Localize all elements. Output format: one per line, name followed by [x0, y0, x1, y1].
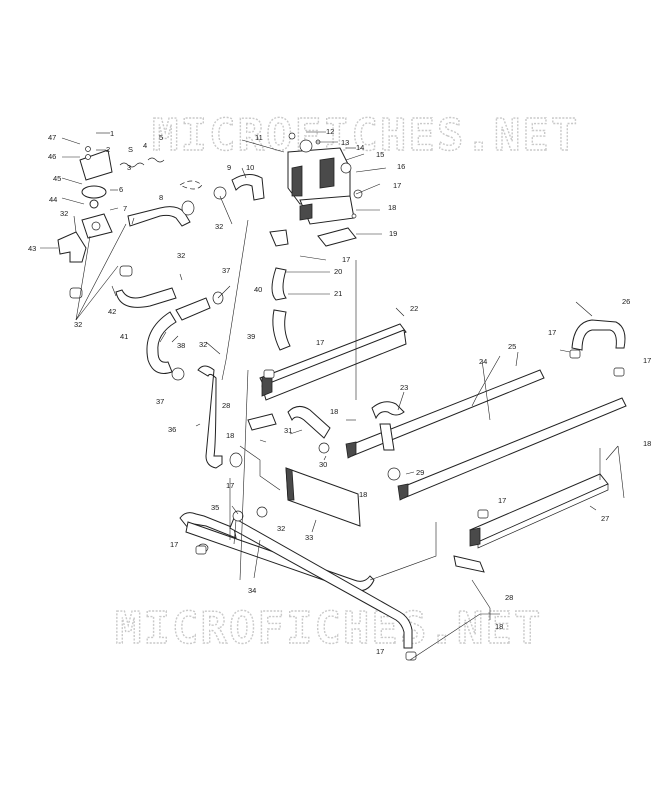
hose-9: [231, 174, 265, 201]
hose-23: [371, 401, 405, 481]
callout-4: 4: [143, 141, 147, 150]
callout-27: 27: [601, 514, 609, 523]
callout-40: 40: [254, 285, 262, 294]
heat-exchanger-22: [259, 323, 407, 401]
callout-32: 32: [177, 251, 185, 260]
callout-43: 43: [28, 244, 36, 253]
callout-18: 18: [388, 203, 396, 212]
callout-34: 34: [248, 586, 256, 595]
callout-35: 35: [211, 503, 219, 512]
callout-32: 32: [277, 524, 285, 533]
hose-36: [197, 365, 243, 469]
callout-32: 32: [199, 340, 207, 349]
callout-32: 32: [60, 209, 68, 218]
callout-17: 17: [643, 356, 651, 365]
callout-28: 28: [222, 401, 230, 410]
callout-44: 44: [49, 195, 57, 204]
callout-17: 17: [498, 496, 506, 505]
heat-exchanger-24: [345, 369, 627, 501]
pipe-34: [179, 512, 413, 649]
callout-14: 14: [356, 143, 364, 152]
callout-2: 2: [106, 145, 110, 154]
callout-3: 3: [127, 163, 131, 172]
callout-36: 36: [168, 425, 176, 434]
reference-lines: [221, 219, 601, 661]
callout-20: 20: [334, 267, 342, 276]
callout-S: S: [128, 145, 133, 154]
callout-9: 9: [227, 163, 231, 172]
callout-1: 1: [110, 129, 114, 138]
hose-42: [115, 265, 177, 308]
callout-30: 30: [319, 460, 327, 469]
callout-6: 6: [119, 185, 123, 194]
callout-32: 32: [215, 222, 223, 231]
hose-8: [127, 186, 227, 227]
heat-exchanger-27: [469, 473, 609, 549]
pump-block: [287, 132, 363, 225]
callout-17: 17: [170, 540, 178, 549]
callout-13: 13: [341, 138, 349, 147]
callout-18: 18: [330, 407, 338, 416]
bracket-28-upper: [247, 413, 277, 431]
callout-17: 17: [226, 481, 234, 490]
callout-29: 29: [416, 468, 424, 477]
callout-42: 42: [108, 307, 116, 316]
callout-47: 47: [48, 133, 56, 142]
callout-17: 17: [316, 338, 324, 347]
hose-26: [571, 319, 626, 351]
callout-10: 10: [246, 163, 254, 172]
callout-5: 5: [159, 133, 163, 142]
callout-12: 12: [326, 127, 334, 136]
callout-37: 37: [222, 266, 230, 275]
callout-33: 33: [305, 533, 313, 542]
callout-32: 32: [74, 320, 82, 329]
callout-7: 7: [123, 204, 127, 213]
callout-37: 37: [156, 397, 164, 406]
leader-lines: [40, 131, 625, 620]
callout-23: 23: [400, 383, 408, 392]
elbow-fitting: [57, 231, 87, 299]
callout-31: 31: [284, 426, 292, 435]
callout-8: 8: [159, 193, 163, 202]
callout-39: 39: [247, 332, 255, 341]
hose-31: [287, 406, 331, 454]
callout-11: 11: [255, 133, 263, 142]
hose-39: [272, 309, 291, 351]
callout-26: 26: [622, 297, 630, 306]
watermark-top: MICROFICHES.NET: [152, 110, 579, 161]
callout-18: 18: [495, 622, 503, 631]
callout-24: 24: [479, 357, 487, 366]
callout-45: 45: [53, 174, 61, 183]
callout-labels: 1 2 3 4 5 6 7 8 9 10 11 12 13 14 15 16 1…: [28, 127, 651, 656]
callout-17: 17: [393, 181, 401, 190]
callout-25: 25: [508, 342, 516, 351]
callout-41: 41: [120, 332, 128, 341]
callout-46: 46: [48, 152, 56, 161]
spring-parts: [119, 157, 203, 190]
thermostat-housing: [79, 146, 113, 239]
callout-17: 17: [342, 255, 350, 264]
hose-41: [146, 291, 224, 381]
callout-38: 38: [177, 341, 185, 350]
bracket-19: [317, 213, 357, 247]
callout-18: 18: [226, 431, 234, 440]
callout-18: 18: [643, 439, 651, 448]
callout-15: 15: [376, 150, 384, 159]
callout-17: 17: [376, 647, 384, 656]
callout-19: 19: [389, 229, 397, 238]
callout-22: 22: [410, 304, 418, 313]
watermark-bottom: MICROFICHES.NET: [115, 603, 542, 654]
callout-28: 28: [505, 593, 513, 602]
guard-33: [285, 467, 361, 527]
callout-18: 18: [359, 490, 367, 499]
callout-16: 16: [397, 162, 405, 171]
hose-40: [269, 229, 289, 301]
callout-21: 21: [334, 289, 342, 298]
bracket-28-lower: [453, 555, 485, 573]
callout-17: 17: [548, 328, 556, 337]
